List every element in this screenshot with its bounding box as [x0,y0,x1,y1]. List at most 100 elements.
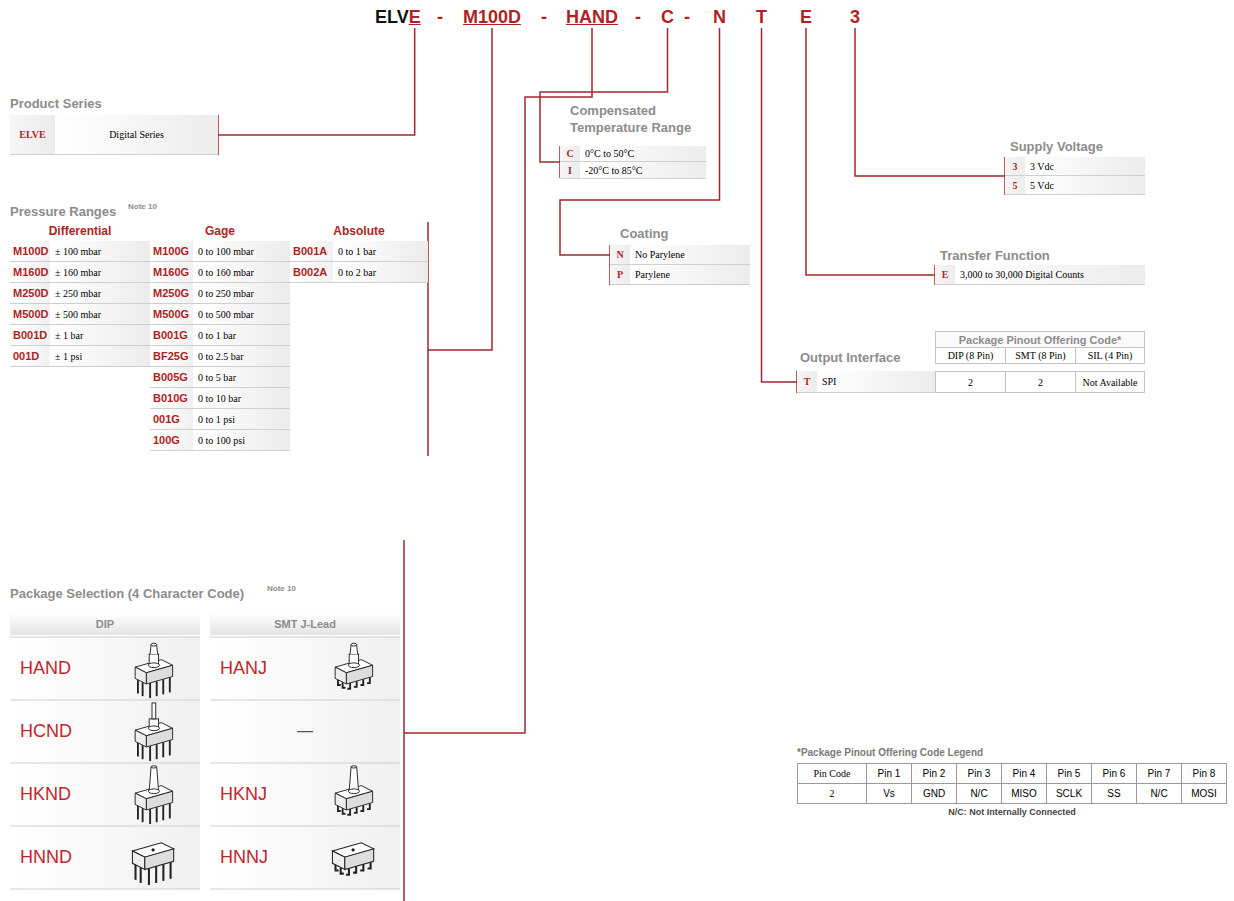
pin-cell: N/C [956,783,1002,804]
artwork-part [135,703,173,761]
pin-cell: Pin 1 [866,763,912,784]
artwork-part [351,848,354,851]
option-table: *Package Pinout Offering Code LegendPin … [797,745,1227,821]
package-code: HAND [16,654,112,682]
option-description: 0 to 160 mbar [193,262,290,283]
option-code: 001D [10,346,50,367]
option-description: ± 500 mbar [50,304,150,325]
option-code: 001G [150,409,193,430]
option-code: BF25G [150,346,193,367]
artwork-part [335,643,373,688]
section-title: Coating [620,225,740,242]
part-number-segment: C [661,6,674,28]
section-title: Package Selection (4 Character Code) [10,585,265,602]
separator-dash: - [635,6,641,28]
separator-dash: - [437,6,443,28]
part-number-field: T [756,6,767,28]
option-description: 0 to 1 bar [333,241,428,262]
part-number-field: 3 [850,6,860,28]
leader-line [404,28,592,733]
part-number-field: ELVE [375,6,421,28]
artwork-part [210,826,400,827]
option-description: ± 1 psi [50,346,150,367]
not-offered-mark: — [210,717,400,745]
pin-cell: Vs [866,783,912,804]
leader-line [428,28,492,350]
artwork-part [10,637,200,889]
part-number-field: C [661,6,674,28]
pin-cell: Pin 3 [956,763,1002,784]
option-description: Parylene [630,265,750,285]
artwork-part [210,613,400,635]
option-table: Compensated Temperature RangeC0°C to 50°… [560,102,706,180]
leader-line [806,28,935,275]
option-table: Package Selection (4 Character Code)Note… [10,585,404,895]
option-code: B001D [10,325,50,346]
option-code: C [560,146,580,162]
artwork-part [148,703,159,731]
pin-cell: MISO [1001,783,1047,804]
package-code: HCND [16,717,112,745]
column-header: SMT J-Lead [210,613,400,635]
artwork-part [332,843,373,875]
option-description: 0 to 1 bar [193,325,290,346]
artwork-part [10,826,200,827]
separator-dash: - [684,6,690,28]
column-header: Differential [10,223,150,239]
column-header: Absolute [290,223,428,239]
option-description: Digital Series [55,115,218,155]
artwork-part [148,766,159,794]
artwork-part [148,643,159,667]
artwork-part [10,700,200,701]
section-title: Pressure Ranges [10,203,130,221]
artwork-part [10,763,200,764]
note-ref: Note 10 [128,200,168,212]
option-table: Product SeriesELVEDigital Series [10,95,218,157]
part-number-segment: 3 [850,6,860,28]
package-code: HKND [16,780,112,808]
option-description: 0 to 100 psi [193,430,290,451]
option-description: 0 to 2 bar [333,262,428,283]
part-number-segment: N [713,6,726,28]
section-title: Transfer Function [940,247,1110,264]
pin-cell: N/C [1136,783,1182,804]
option-table: CoatingNNo ParylenePParylene [610,225,750,285]
table-title: *Package Pinout Offering Code Legend [797,745,1097,759]
option-table: Output InterfacePackage Pinout Offering … [797,327,1145,395]
option-code: 5 [1005,176,1025,195]
pin-cell: MOSI [1181,783,1227,804]
option-code: M160G [150,262,193,283]
artwork-part [151,848,154,851]
option-code: M500G [150,304,193,325]
section-title: Product Series [10,95,210,112]
option-code: B002A [290,262,333,283]
column-header: Gage [150,223,290,239]
option-description: 0°C to 50°C [580,146,706,162]
pin-cell: Pin 6 [1091,763,1137,784]
artwork-part [210,637,400,638]
pin-cell: Pin 2 [911,763,957,784]
option-description: -20°C to 85°C [580,162,706,179]
option-code: M250D [10,283,50,304]
artwork-part [135,766,173,824]
table-cell: 2 [1005,371,1076,393]
table-cell: SMT (8 Pin) [1005,347,1076,364]
option-code: M250G [150,283,193,304]
option-code: B005G [150,367,193,388]
artwork-part [132,843,173,885]
artwork-part [10,637,400,889]
leader-line [540,28,668,162]
artwork-part [210,637,400,889]
table-cell: Not Available [1075,371,1145,393]
pin-cell: GND [911,783,957,804]
option-description: 0 to 250 mbar [193,283,290,304]
option-code: P [610,265,630,285]
pin-cell: Pin 8 [1181,763,1227,784]
option-description: 5 Vdc [1025,176,1145,195]
option-description: 0 to 2.5 bar [193,346,290,367]
option-description: ± 250 mbar [50,283,150,304]
leader-line [560,28,720,255]
leader-line [855,28,1005,176]
separator-dash: - [541,6,547,28]
table-cell: SIL (4 Pin) [1075,347,1145,364]
